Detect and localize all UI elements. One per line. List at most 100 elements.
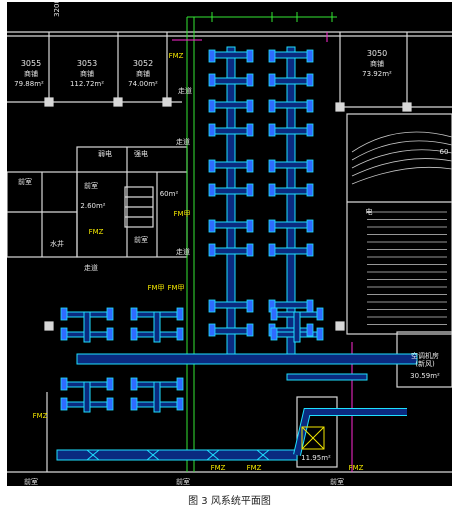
diffuser — [208, 183, 216, 197]
branch-stub — [272, 187, 310, 195]
diffuser — [306, 49, 314, 63]
fmz-label-5: FMZ — [246, 464, 262, 472]
branch-stub — [272, 101, 310, 109]
front-room-label-4: 前室 — [24, 478, 38, 486]
diffuser — [270, 307, 278, 321]
diffuser — [270, 327, 278, 341]
damper-mark — [146, 449, 160, 461]
branch-stub — [272, 221, 310, 229]
auditorium-seating — [367, 211, 447, 325]
diffuser — [268, 219, 276, 233]
diffuser — [246, 73, 254, 87]
room-3053-use: 商铺 — [80, 70, 94, 78]
diffuser — [306, 299, 314, 313]
fmz-label-4: FMZ — [210, 464, 226, 472]
accent-marks — [172, 32, 353, 472]
branch-stub — [212, 127, 250, 135]
diffuser — [208, 49, 216, 63]
diffuser — [176, 307, 184, 321]
diffuser — [268, 123, 276, 137]
damper-mark — [206, 449, 220, 461]
branch-duct — [286, 373, 368, 381]
fmz-label-2: FMZ — [88, 228, 104, 236]
branch-stub — [212, 247, 250, 255]
diffuser — [268, 159, 276, 173]
branch-stub — [212, 77, 250, 85]
branch-stub — [212, 301, 250, 309]
auditorium-curves — [351, 131, 452, 185]
diffuser — [208, 323, 216, 337]
diffuser — [268, 49, 276, 63]
lower-room-area: 11.95m² — [301, 454, 331, 462]
diffuser — [208, 73, 216, 87]
room-3055-area: 79.88m² — [14, 80, 44, 88]
riser-duct-right — [286, 46, 296, 358]
branch-stub — [212, 187, 250, 195]
diffuser — [208, 99, 216, 113]
front-room-label-6: 前室 — [330, 478, 344, 486]
diffuser — [246, 159, 254, 173]
strong-elec-label: 强电 — [134, 150, 148, 158]
diffuser — [176, 377, 184, 391]
diffuser — [208, 123, 216, 137]
fmz-label-1: FMZ — [168, 52, 184, 60]
lower-duct-bend-fill — [294, 409, 407, 456]
branch-stub — [272, 161, 310, 169]
diffuser — [316, 327, 324, 341]
fmjia-label-1: FM甲 — [147, 284, 165, 292]
diffuser — [306, 323, 314, 337]
diffuser — [246, 219, 254, 233]
riser-duct-left — [226, 46, 236, 358]
corridor-label-3: 走道 — [176, 138, 190, 146]
diffuser — [306, 73, 314, 87]
diffuser — [130, 377, 138, 391]
diffuser — [306, 183, 314, 197]
diffuser — [268, 99, 276, 113]
diffuser — [246, 49, 254, 63]
diffuser — [246, 299, 254, 313]
diffuser — [60, 327, 68, 341]
branch-stub — [212, 221, 250, 229]
diffuser — [130, 327, 138, 341]
water-well-label: 水井 — [50, 240, 64, 248]
diffuser — [208, 219, 216, 233]
plan-canvas — [7, 12, 452, 473]
branch-stub — [212, 101, 250, 109]
front-room-label-3: 前室 — [18, 178, 32, 186]
branch-stub — [212, 51, 250, 59]
diffuser — [106, 377, 114, 391]
front-room-label-5: 前室 — [176, 478, 190, 486]
diffuser — [106, 307, 114, 321]
diffuser — [60, 377, 68, 391]
cluster-duct — [83, 381, 91, 413]
room-3050-number: 3050 — [366, 49, 388, 58]
ahu-room-area: 30.59m² — [410, 372, 440, 380]
room-3055-use: 商铺 — [24, 70, 38, 78]
diffuser — [106, 327, 114, 341]
fmjia-label-3: FM甲 — [173, 210, 191, 218]
diffuser — [60, 307, 68, 321]
diffuser — [268, 183, 276, 197]
fmz-label-3: FMZ — [32, 412, 48, 420]
diffuser — [208, 299, 216, 313]
cluster-duct — [153, 311, 161, 343]
lower-return-duct — [56, 408, 407, 461]
diffuser — [246, 123, 254, 137]
diffuser — [106, 397, 114, 411]
branch-stub — [272, 301, 310, 309]
front-room-label-1: 前室 — [84, 182, 98, 190]
cluster-duct — [153, 381, 161, 413]
hvac-floor-plan: 3055 商铺 79.88m² 3053 商铺 112.72m² 3052 商铺… — [7, 2, 452, 486]
diffuser — [268, 243, 276, 257]
ahu-room-label: 空调机房 (新风) — [411, 352, 439, 368]
room-3053-number: 3053 — [76, 59, 98, 68]
cluster-duct — [293, 311, 301, 343]
area-60-label: 60m² — [159, 190, 179, 198]
branch-stub — [212, 327, 250, 335]
damper-mark — [86, 449, 100, 461]
fmz-label-6: FMZ — [348, 464, 364, 472]
branch-stub — [272, 127, 310, 135]
room-3052-use: 商铺 — [136, 70, 150, 78]
axis-lines — [186, 12, 337, 472]
fan-box — [301, 426, 325, 450]
